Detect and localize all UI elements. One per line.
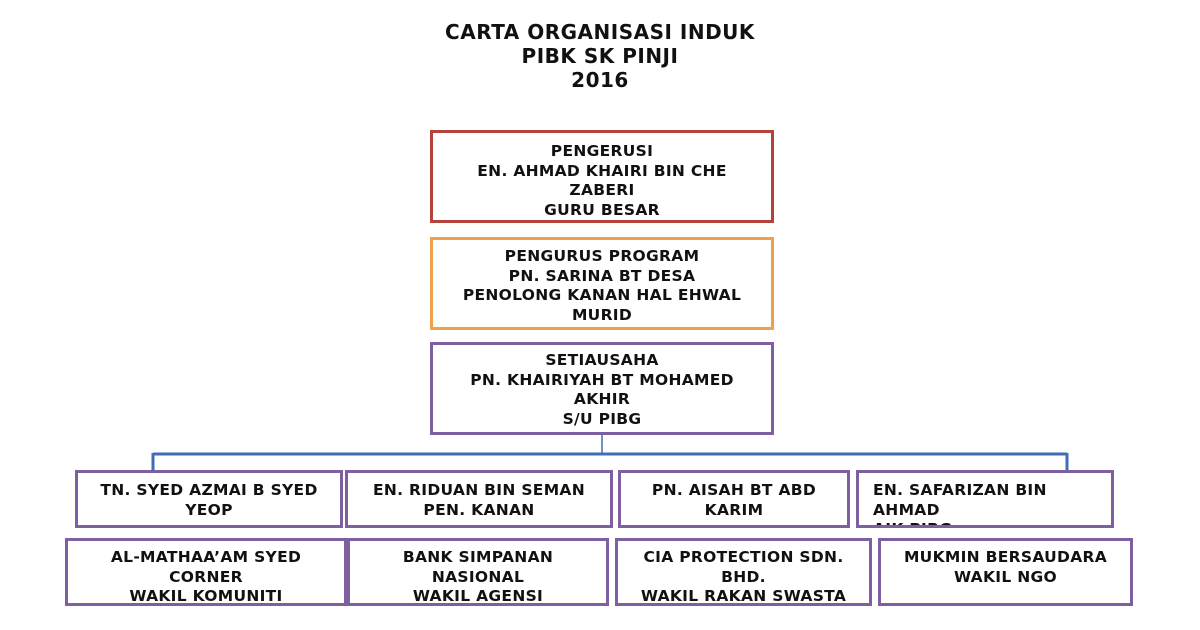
representative-line-2: CORNER bbox=[169, 567, 243, 586]
member-name-line-1: TN. SYED AZMAI B SYED bbox=[100, 481, 318, 499]
chart-title: CARTA ORGANISASI INDUK PIBK SK PINJI 201… bbox=[350, 20, 850, 92]
member-box-2: EN. RIDUAN BIN SEMAN PEN. KANAN bbox=[345, 470, 613, 528]
representative-box-2: BANK SIMPANAN NASIONAL WAKIL AGENSI bbox=[347, 538, 609, 606]
secretary-role: SETIAUSAHA bbox=[545, 351, 659, 369]
program-manager-name: PN. SARINA BT DESA bbox=[508, 266, 696, 285]
chair-box: PENGERUSI EN. AHMAD KHAIRI BIN CHE ZABER… bbox=[430, 130, 774, 223]
title-line-3: 2016 bbox=[571, 68, 629, 92]
member-name-line-1: EN. SAFARIZAN BIN bbox=[873, 481, 1047, 499]
representative-role: WAKIL RAKAN SWASTA bbox=[640, 587, 847, 605]
secretary-name-line-2: AKHIR bbox=[573, 390, 631, 408]
representative-role: WAKIL KOMUNITI bbox=[129, 587, 283, 605]
member-name-line-1: EN. RIDUAN BIN SEMAN bbox=[373, 481, 585, 499]
secretary-name-line-1: PN. KHAIRIYAH BT MOHAMED bbox=[470, 370, 734, 389]
secretary-position: S/U PIBG bbox=[562, 409, 642, 428]
program-manager-role: PENGURUS PROGRAM bbox=[504, 247, 700, 265]
program-manager-position-line-1: PENOLONG KANAN HAL EHWAL bbox=[462, 286, 742, 304]
representative-box-3: CIA PROTECTION SDN. BHD. WAKIL RAKAN SWA… bbox=[615, 538, 872, 606]
member-name-line-2: PEN. KANAN bbox=[423, 500, 535, 519]
program-manager-box: PENGURUS PROGRAM PN. SARINA BT DESA PENO… bbox=[430, 237, 774, 330]
representative-line-2: NASIONAL bbox=[431, 567, 525, 586]
member-box-3: PN. AISAH BT ABD KARIM bbox=[618, 470, 850, 528]
program-manager-position-line-2: MURID bbox=[571, 305, 633, 324]
member-name-line-1: PN. AISAH BT ABD bbox=[651, 481, 817, 499]
member-name-line-2: AHMAD bbox=[873, 500, 940, 519]
representative-role: WAKIL AGENSI bbox=[412, 587, 544, 605]
representative-line-1: MUKMIN BERSAUDARA bbox=[903, 548, 1108, 566]
representative-line-1: BANK SIMPANAN bbox=[402, 548, 554, 566]
representative-line-2: BHD. bbox=[721, 567, 766, 586]
representative-box-1: AL-MATHAA’AM SYED CORNER WAKIL KOMUNITI bbox=[65, 538, 347, 606]
member-box-4: EN. SAFARIZAN BIN AHMAD AJK PIBG bbox=[856, 470, 1114, 528]
representative-line-1: AL-MATHAA’AM SYED bbox=[110, 548, 302, 566]
member-box-1: TN. SYED AZMAI B SYED YEOP bbox=[75, 470, 343, 528]
title-line-1: CARTA ORGANISASI INDUK bbox=[445, 20, 755, 44]
chair-name-line-2: ZABERI bbox=[569, 181, 635, 199]
chair-role: PENGERUSI bbox=[550, 142, 654, 160]
chair-position: GURU BESAR bbox=[544, 200, 660, 219]
representative-role: WAKIL NGO bbox=[953, 567, 1058, 586]
chair-name-line-1: EN. AHMAD KHAIRI BIN CHE bbox=[477, 161, 727, 180]
member-position: AJK PIBG bbox=[873, 520, 1111, 525]
secretary-box: SETIAUSAHA PN. KHAIRIYAH BT MOHAMED AKHI… bbox=[430, 342, 774, 435]
member-name-line-2: KARIM bbox=[704, 500, 764, 519]
member-name-line-2: YEOP bbox=[185, 500, 233, 519]
representative-box-4: MUKMIN BERSAUDARA WAKIL NGO bbox=[878, 538, 1133, 606]
title-line-2: PIBK SK PINJI bbox=[521, 44, 679, 68]
representative-line-1: CIA PROTECTION SDN. bbox=[643, 548, 844, 566]
